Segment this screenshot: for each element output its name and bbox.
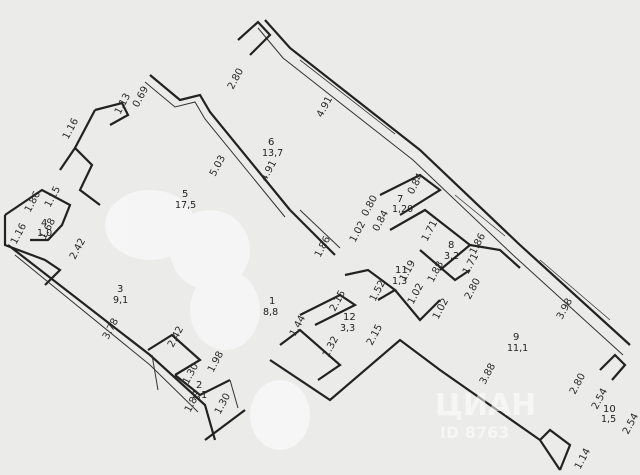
outer-walls [3,19,631,471]
room-number: 5 [182,189,188,200]
room-number: 12 [343,312,356,323]
room-number: 4 [41,218,47,229]
room-number: 6 [268,137,274,148]
room-number: 3 [117,284,123,295]
room-area: 13,7 [262,148,283,159]
interior-walls [147,173,521,409]
room-number: 8 [448,240,454,251]
room-area: 8,8 [263,307,278,318]
room-area: 9,1 [113,295,128,306]
room-number: 7 [397,194,403,205]
room-labels: 6 13,7 5 17,5 4 1,0 3 9,1 1 8,8 2 2,1 7 … [37,137,616,425]
room-area: 11,1 [507,343,528,354]
watermark: ЦИАН ID 8763 [435,388,536,442]
room-area: 17,5 [175,200,196,211]
room-area: 1,5 [601,414,616,425]
room-number: 11 [395,265,408,276]
room-number: 10 [603,404,616,415]
room-area: 1,20 [392,204,413,215]
room-number: 2 [196,380,202,391]
room-number: 1 [269,296,275,307]
watermark-brand: ЦИАН [435,388,536,423]
room-number: 9 [513,332,519,343]
room-area: 2,1 [192,390,207,401]
redaction-blobs [105,190,310,450]
room-area: 1,0 [37,228,52,239]
room-area: 3,3 [340,323,355,334]
room-area: 1,3 [392,276,407,287]
watermark-id: ID 8763 [440,423,509,442]
room-area: 3,2 [444,251,459,262]
